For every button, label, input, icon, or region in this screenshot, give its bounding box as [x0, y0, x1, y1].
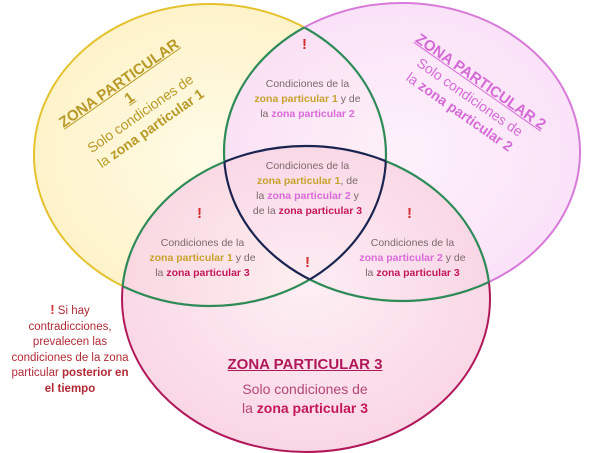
overlap-123-z1: zona particular 1 [257, 175, 341, 187]
overlap-12-line1: Condiciones de la [265, 78, 350, 90]
overlap-123-la: la [256, 190, 268, 202]
overlap-12-la: la [260, 108, 272, 120]
overlap-23-mid: y de [442, 252, 466, 264]
overlap-13-z1: zona particular 1 [149, 252, 233, 264]
overlap-23-label: Condiciones de la zona particular 2 y de… [345, 236, 480, 281]
zone3-line1: Solo condiciones de [242, 381, 368, 397]
note-warning-icon: ! [50, 302, 55, 317]
warning-icon-23: ! [407, 205, 412, 222]
overlap-123-dela: de la [252, 205, 279, 217]
contradiction-note: ! Si hay contradicciones, prevalecen las… [10, 302, 130, 397]
zone3-label: ZONA PARTICULAR 3 Solo condiciones de la… [215, 355, 395, 418]
zone3-line2-bold: zona particular 3 [256, 400, 369, 416]
overlap-12-label: Condiciones de la zona particular 1 y de… [240, 77, 375, 122]
overlap-123-z3: zona particular 3 [278, 205, 363, 217]
overlap-13-la: la [155, 267, 167, 279]
overlap-12-z2: zona particular 2 [271, 108, 355, 120]
zone3-line2-prefix: la [241, 400, 257, 416]
note-bold: posterior en el tiempo [44, 367, 129, 395]
overlap-12-z1: zona particular 1 [254, 93, 338, 105]
overlap-123-after1: , de [340, 175, 358, 187]
overlap-123-label: Condiciones de la zona particular 1, de … [240, 159, 375, 219]
zone3-title: ZONA PARTICULAR 3 [227, 356, 383, 373]
overlap-13-label: Condiciones de la zona particular 1 y de… [135, 236, 270, 281]
overlap-23-z3: zona particular 3 [376, 267, 460, 279]
overlap-123-line1: Condiciones de la [265, 160, 350, 172]
overlap-13-line1: Condiciones de la [160, 237, 245, 249]
overlap-12-mid: y de [337, 93, 361, 105]
warning-icon-12: ! [302, 36, 307, 53]
overlap-123-after2: y [350, 190, 359, 202]
overlap-13-z3: zona particular 3 [166, 267, 250, 279]
overlap-13-mid: y de [232, 252, 256, 264]
overlap-23-line1: Condiciones de la [370, 237, 455, 249]
warning-icon-13: ! [197, 205, 202, 222]
note-text: Si hay contradicciones, prevalecen las c… [11, 305, 129, 379]
overlap-123-z2: zona particular 2 [267, 190, 351, 202]
warning-icon-123: ! [305, 254, 310, 271]
overlap-23-z2: zona particular 2 [359, 252, 443, 264]
zone3-line2: la zona particular 3 [215, 399, 395, 418]
zone3-circle [122, 146, 490, 452]
overlap-23-la: la [365, 267, 377, 279]
